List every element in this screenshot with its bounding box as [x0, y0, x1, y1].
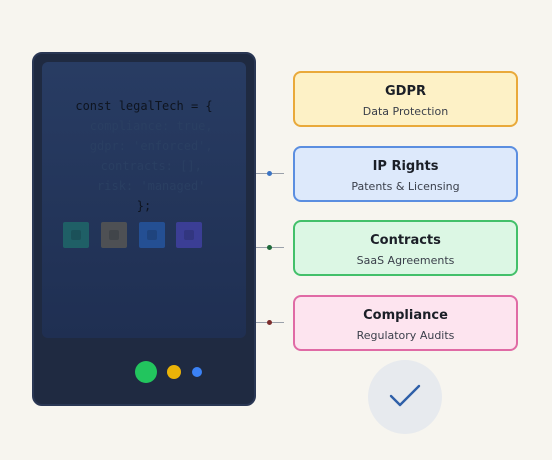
card-subtitle: Patents & Licensing [351, 180, 460, 193]
code-line: risk: 'managed' [82, 179, 206, 193]
code-line: const legalTech = { [75, 99, 213, 113]
tile-shield [63, 222, 89, 248]
shield-icon [71, 230, 81, 240]
device-frame: const legalTech = { compliance: true, gd… [32, 52, 256, 406]
document-icon [109, 230, 119, 240]
card-title: GDPR [385, 84, 426, 99]
card-title: IP Rights [372, 159, 439, 174]
tile-lock [139, 222, 165, 248]
card-subtitle: Data Protection [362, 105, 449, 118]
globe-icon [184, 230, 194, 240]
code-line: compliance: true, [75, 119, 213, 133]
check-badge [368, 360, 442, 434]
status-dot-green [135, 361, 157, 383]
device-bottom-bar [34, 342, 254, 404]
connector-dot-compliance [267, 320, 272, 325]
code-line: }; [136, 199, 152, 213]
device-screen: const legalTech = { compliance: true, gd… [42, 62, 246, 338]
check-icon [389, 384, 421, 407]
tile-row [63, 222, 223, 248]
card-subtitle: Regulatory Audits [356, 329, 455, 342]
status-dot-yellow [167, 365, 181, 379]
card-compliance: Compliance Regulatory Audits [293, 295, 518, 351]
card-title: Contracts [370, 233, 441, 248]
code-snippet: const legalTech = { compliance: true, gd… [42, 96, 246, 216]
connector-dot-ip-rights [267, 171, 272, 176]
card-ip-rights: IP Rights Patents & Licensing [293, 146, 518, 202]
status-dot-blue [192, 367, 202, 377]
code-line: gdpr: 'enforced', [75, 139, 213, 153]
card-subtitle: SaaS Agreements [356, 254, 455, 267]
tile-document [101, 222, 127, 248]
card-contracts: Contracts SaaS Agreements [293, 220, 518, 276]
code-line: contracts: [], [86, 159, 202, 173]
card-title: Compliance [363, 308, 448, 323]
card-gdpr: GDPR Data Protection [293, 71, 518, 127]
tile-globe [176, 222, 202, 248]
connector-dot-contracts [267, 245, 272, 250]
lock-icon [147, 230, 157, 240]
